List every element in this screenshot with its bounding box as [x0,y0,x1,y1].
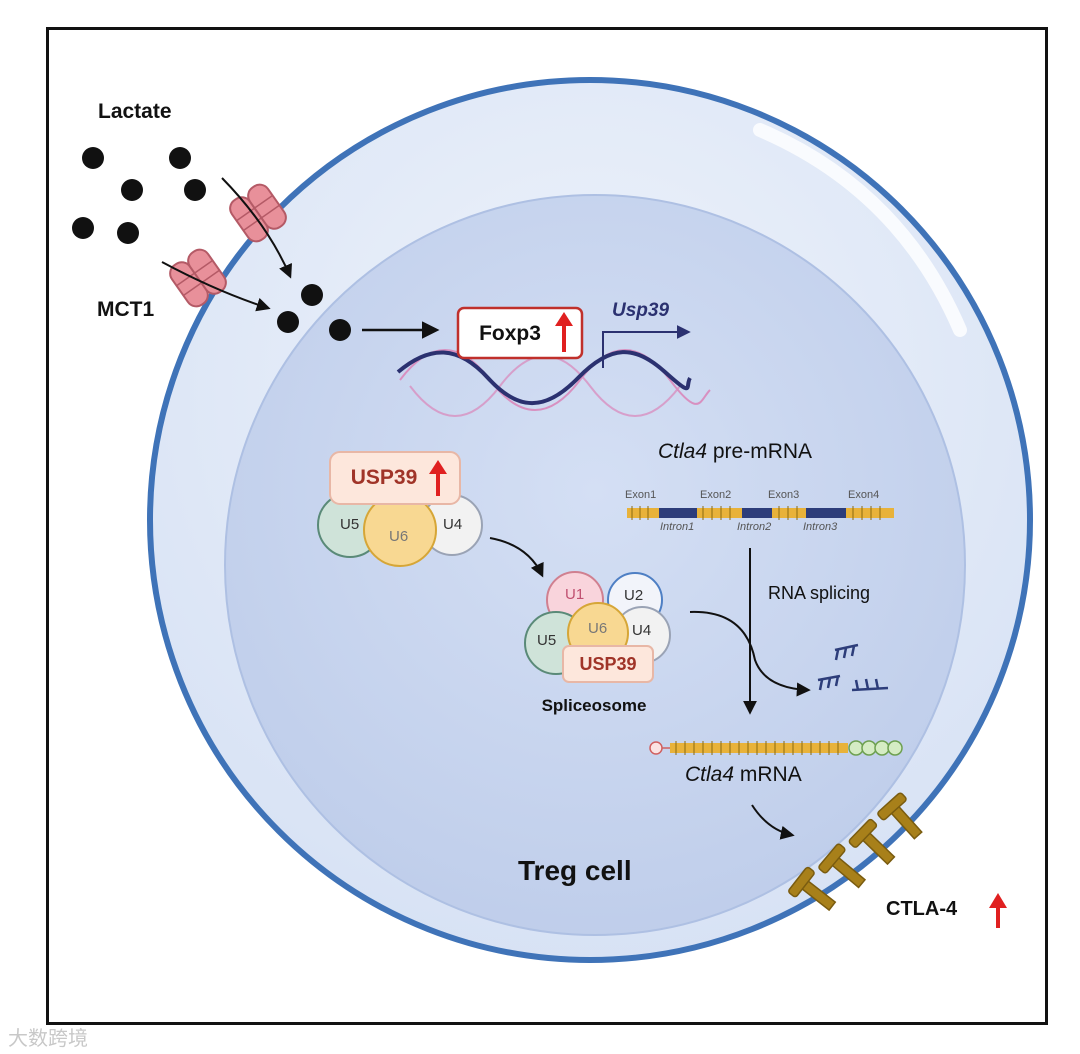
snrnp-u6-label: U6 [588,620,608,637]
ctla4-up-arrow [989,893,1007,928]
exon2-label: Exon2 [700,489,732,501]
exon3-label: Exon3 [768,489,800,501]
spliceosome-complex [524,571,671,683]
usp39-in-spliceosome [562,645,654,683]
intron3-label: Intron3 [803,521,838,533]
snrnp-u5-small-label: U5 [340,516,360,533]
foxp3-label: Foxp3 [479,322,541,345]
mct1-transporter-lower [169,248,227,308]
nucleus [224,194,966,936]
cell-highlight [753,123,967,337]
ctla4-premrna-gene: Ctla4 [658,440,708,463]
usp39-protein-label: USP39 [350,466,418,489]
foxp3-box [456,306,584,360]
ctla4-protein-label: CTLA-4 [886,898,958,920]
lactate-label: Lactate [98,100,172,123]
usp39-promoter-arrow [602,325,691,368]
ctla4-mature-mrna [649,740,903,756]
ctla4-mrna-title: Ctla4 mRNA [685,763,802,787]
ctla4-mrna-suffix: mRNA [739,763,802,786]
foxp3-up-arrow [555,312,573,352]
ctla4-premrna-title: Ctla4 pre-mRNA [658,440,812,464]
usp39-snrnp-complex [317,451,483,567]
rna-splicing-label: RNA splicing [768,583,871,603]
mct1-label: MCT1 [97,298,155,321]
spliceosome-label: Spliceosome [541,696,647,715]
snrnp-u1-label: U1 [565,586,585,603]
excised-introns [817,643,889,692]
snrnp-u5-label: U5 [537,632,557,649]
mrna-to-protein-arrow [751,804,795,840]
ctla4-premrna-suffix: pre-mRNA [712,440,813,463]
lactate-molecules-outside [72,147,206,244]
snrnp-u2-label: U2 [624,587,644,604]
treg-cell-label: Treg cell [518,855,632,886]
exon4-label: Exon4 [848,489,880,501]
intron1-label: Intron1 [660,521,695,533]
complex-to-spliceosome-arrow [489,537,544,578]
ctla4-mrna-gene: Ctla4 [685,763,735,786]
usp39-gene-label: Usp39 [612,300,670,321]
snrnp-u6-small-label: U6 [389,528,409,545]
usp39-protein-box [329,451,461,505]
lactate-molecules-inside [277,284,351,341]
usp39-up-arrow [429,460,447,496]
mct1-transporter-upper [229,183,287,243]
watermark-text: 大数跨境 [8,1028,88,1050]
usp39-spliceosome-label: USP39 [579,653,637,674]
ctla4-premrna [627,506,894,520]
intron-removal-arrow [689,610,811,697]
snrnp-u4-label: U4 [632,622,652,639]
exon1-label: Exon1 [625,489,657,501]
intron2-label: Intron2 [737,521,772,533]
ctla4-receptors [788,792,923,912]
lactate-import-arrow-lower [161,261,271,312]
snrnp-u4-small-label: U4 [443,516,463,533]
lactate-import-arrow-upper [221,177,292,279]
